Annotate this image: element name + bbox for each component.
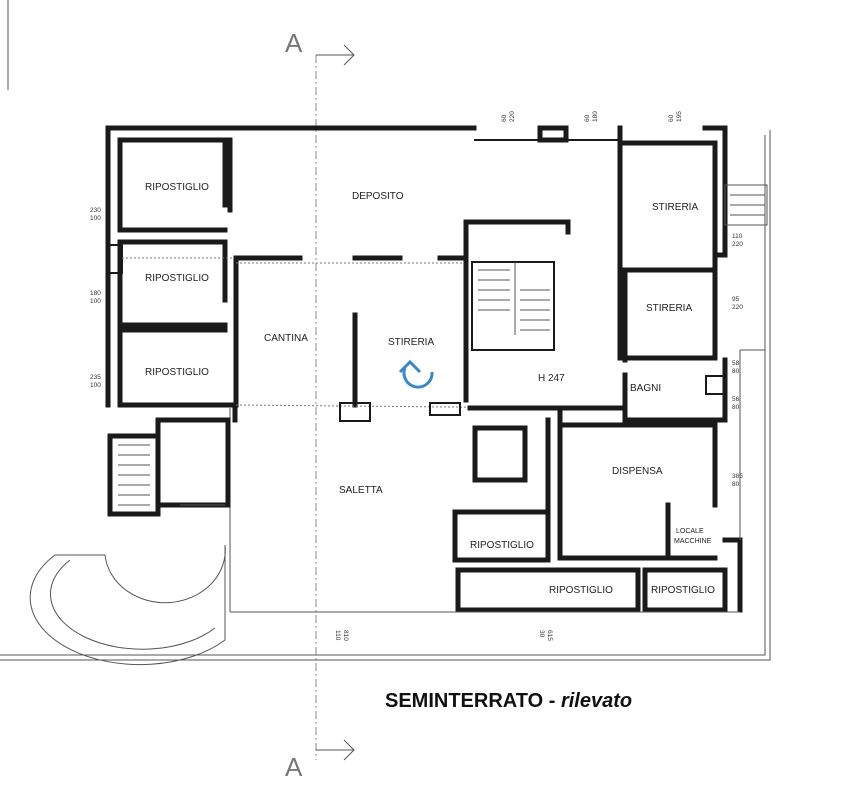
- room-label-height: H 247: [538, 373, 565, 384]
- room-label-stireria-right-1: STIRERIA: [652, 202, 698, 213]
- room-label-ripostiglio-5: RIPOSTIGLIO: [549, 585, 613, 596]
- dim-bottom-1b: 110: [334, 630, 341, 641]
- room-label-ripostiglio-2: RIPOSTIGLIO: [145, 273, 209, 284]
- dim-left-3a: 235: [90, 374, 101, 381]
- room-label-stireria-center: STIRERIA: [388, 337, 434, 348]
- section-letter-top: A: [285, 28, 303, 58]
- dim-left-1b: 100: [90, 215, 101, 222]
- dim-top-2a: 60: [584, 114, 591, 122]
- stair-core: [471, 261, 555, 351]
- room-label-deposito: DEPOSITO: [352, 191, 404, 202]
- drawing-title: SEMINTERRATO - rilevato: [385, 690, 632, 713]
- right-rooms: [557, 265, 743, 613]
- dim-top-1b: 220: [509, 111, 516, 122]
- dim-bottom-1a: 810: [342, 630, 349, 641]
- dim-right-3a: 58: [732, 360, 740, 367]
- dim-right-4b: 80: [732, 404, 740, 411]
- interior-partitions: [227, 137, 571, 422]
- section-letter-bottom: A: [285, 752, 303, 782]
- room-label-ripostiglio-3: RIPOSTIGLIO: [145, 367, 209, 378]
- dim-top-2b: 180: [592, 111, 599, 122]
- room-label-saletta: SALETTA: [339, 485, 383, 496]
- dim-right-4a: 56: [732, 396, 740, 403]
- room-label-ripostiglio-1: RIPOSTIGLIO: [145, 182, 209, 193]
- watermark-logo: [398, 359, 434, 389]
- drawing-title-separator: -: [543, 690, 561, 712]
- room-label-ripostiglio-4: RIPOSTIGLIO: [470, 540, 534, 551]
- room-label-bagni: BAGNI: [630, 383, 661, 394]
- dim-left-3b: 100: [90, 382, 101, 389]
- left-rooms: [107, 137, 238, 423]
- dim-right-2a: 95: [732, 296, 740, 303]
- dim-top-3a: 60: [668, 114, 675, 122]
- dim-bottom-2b: 30: [538, 630, 545, 638]
- room-label-ripostiglio-6: RIPOSTIGLIO: [651, 585, 715, 596]
- dim-right-3b: 80: [732, 368, 740, 375]
- dim-top-3b: 195: [676, 111, 683, 122]
- right-stairs: [724, 184, 768, 226]
- dim-left-2a: 180: [90, 290, 101, 297]
- drawing-title-sub: rilevato: [560, 690, 633, 712]
- room-label-stireria-right-2: STIRERIA: [646, 303, 692, 314]
- room-label-locale-1: LOCALE: [676, 528, 704, 535]
- dim-left-1a: 230: [90, 207, 101, 214]
- room-label-locale-2: MACCHINE: [674, 538, 712, 545]
- bottom-rooms: [229, 408, 740, 613]
- exterior-walls: [105, 125, 728, 408]
- dim-right-2b: 220: [732, 304, 743, 311]
- site-boundary: [0, 130, 771, 661]
- dim-right-5b: 80: [732, 481, 740, 488]
- dim-right-5a: 385: [732, 473, 743, 480]
- room-label-cantina: CANTINA: [264, 333, 308, 344]
- dim-left-2b: 100: [90, 298, 101, 305]
- dim-bottom-2a: 615: [546, 630, 553, 641]
- entry-stairs: [29, 417, 231, 666]
- drawing-title-main: SEMINTERRATO: [385, 690, 544, 712]
- dim-top-1a: 60: [501, 114, 508, 122]
- dim-right-1a: 110: [732, 233, 743, 240]
- room-label-dispensa: DISPENSA: [612, 466, 663, 477]
- lower-middle: [467, 405, 623, 561]
- section-axis: [315, 44, 355, 761]
- dim-right-1b: 220: [732, 241, 743, 248]
